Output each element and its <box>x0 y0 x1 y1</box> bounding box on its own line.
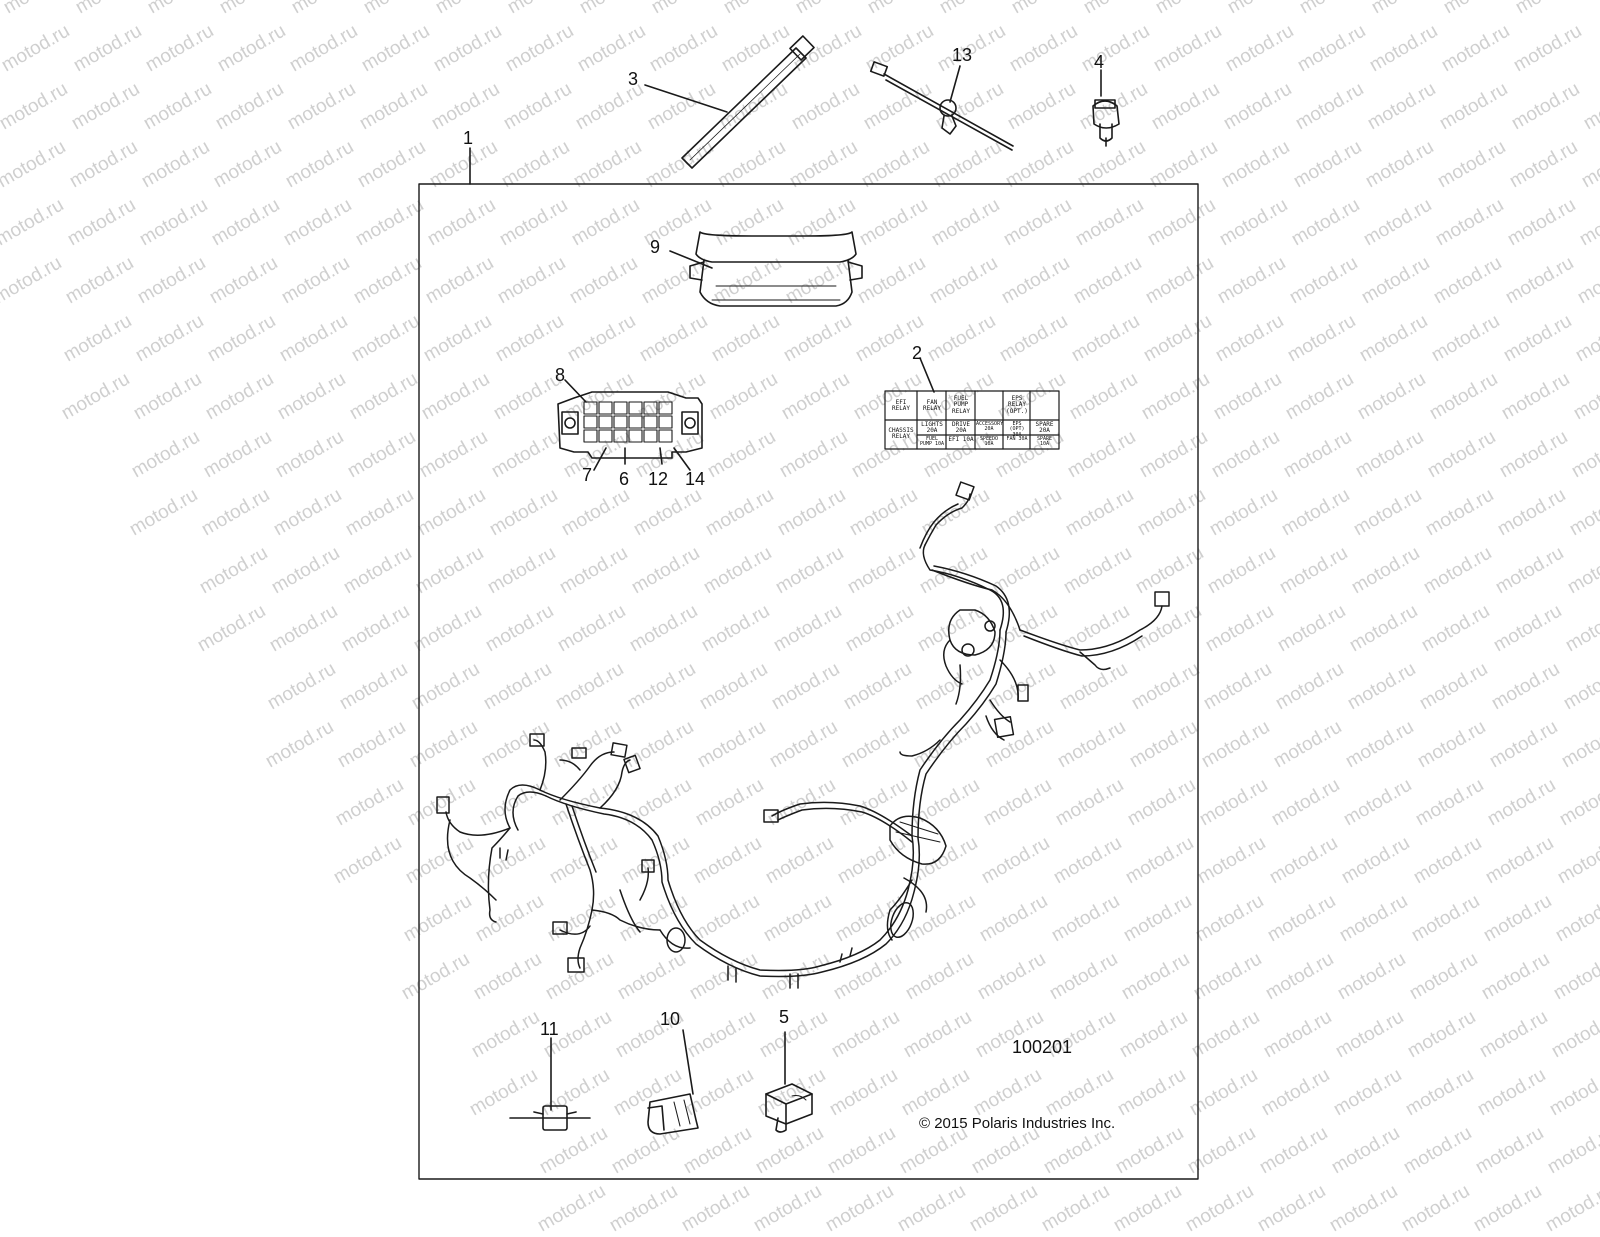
fuse-slot <box>583 401 598 415</box>
fuse-slot <box>583 415 598 429</box>
fuse-label-eps-opt: EPS (OPT) 30A <box>1009 421 1025 438</box>
leader-12 <box>659 447 663 465</box>
fuse-label-eps-relay: EPS RELAY (OPT.) <box>1006 395 1028 415</box>
parts-diagram <box>418 35 1199 1180</box>
fuse-box-cover-part <box>689 231 863 307</box>
fuse-slot <box>658 401 673 415</box>
fuse-slot <box>583 429 598 443</box>
leader-3 <box>644 84 728 113</box>
leader-7 <box>593 447 607 471</box>
fir-tree-tie-part <box>869 61 1014 151</box>
leader-9 <box>669 250 713 269</box>
cable-tie-part <box>681 35 815 169</box>
fuse-label-fan: FAN 30A <box>1006 436 1028 442</box>
callout-6: 6 <box>619 469 630 489</box>
fuse-slot <box>598 415 613 429</box>
fuse-relay-box-part <box>557 391 703 459</box>
callout-7: 7 <box>582 465 593 485</box>
leader-8 <box>564 379 587 403</box>
fuse-slot <box>613 429 628 443</box>
callout-1: 1 <box>463 128 474 148</box>
fuse-label-spare-20: SPARE 20A <box>1035 421 1054 435</box>
callout-14: 14 <box>685 469 706 489</box>
fuse-label-drive: DRIVE 20A <box>951 421 971 435</box>
fuse-slot <box>628 401 643 415</box>
leader-14 <box>673 447 691 471</box>
connector-part <box>765 1083 813 1133</box>
fuse-label-speedo: SPEEDO 10A <box>979 436 999 448</box>
diagram-number: 100201 <box>1012 1037 1073 1057</box>
callout-13: 13 <box>952 45 973 65</box>
copyright-notice: © 2015 Polaris Industries Inc. <box>919 1115 1116 1132</box>
fuse-label-spare-10: SPARE 10A <box>1036 436 1053 448</box>
fuse-label-chassis-relay: CHASSIS RELAY <box>888 427 914 441</box>
terminal-connector-part <box>647 1093 699 1135</box>
clip-part <box>1092 99 1120 147</box>
fuse-slot <box>658 415 673 429</box>
fuse-label-lights: LIGHTS 20A <box>921 421 943 435</box>
fuse-slot <box>643 415 658 429</box>
leader-13 <box>949 65 961 103</box>
fuse-label-efi: EFI 10A <box>948 436 974 443</box>
fuse-slot <box>643 429 658 443</box>
fuse-label-part <box>884 390 1060 450</box>
fuse-slot <box>628 415 643 429</box>
leader-10 <box>682 1029 694 1095</box>
fuse-label-efi-relay: EFI RELAY <box>891 399 911 413</box>
fuse-slot <box>613 401 628 415</box>
callout-12: 12 <box>648 469 669 489</box>
leader-2 <box>919 357 935 393</box>
callout-4: 4 <box>1094 52 1105 72</box>
wiring-harness-part <box>436 481 1170 989</box>
callout-2: 2 <box>912 343 923 363</box>
callout-9: 9 <box>650 237 661 257</box>
splice-part <box>509 1105 591 1131</box>
fuse-slot <box>598 429 613 443</box>
fuse-label-accessory: ACCESSORY 20A <box>976 421 1004 433</box>
fuse-slot <box>598 401 613 415</box>
fuse-slot <box>658 429 673 443</box>
callout-5: 5 <box>779 1007 790 1027</box>
fuse-label-fuel-pump: FUEL PUMP 10A <box>919 436 945 448</box>
fuse-slot <box>643 401 658 415</box>
callout-3: 3 <box>628 69 639 89</box>
callout-11: 11 <box>540 1019 559 1039</box>
fuse-slot <box>628 429 643 443</box>
kit-frame <box>418 183 1199 1180</box>
fuse-slot <box>613 415 628 429</box>
fuse-grid <box>583 401 673 443</box>
fuse-label-fuel-pump-relay: FUEL PUMP RELAY <box>951 395 971 415</box>
callout-10: 10 <box>660 1009 681 1029</box>
callout-8: 8 <box>555 365 566 385</box>
fuse-label-fan-relay: FAN RELAY <box>922 399 942 413</box>
